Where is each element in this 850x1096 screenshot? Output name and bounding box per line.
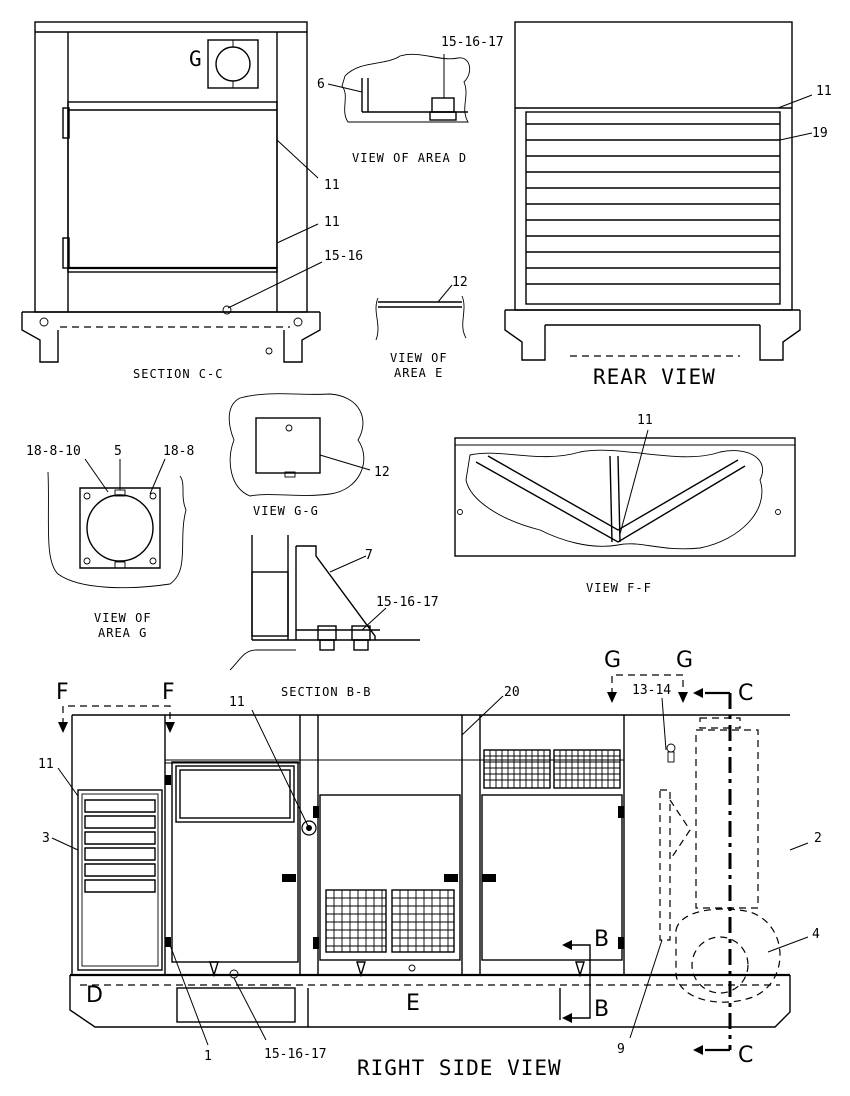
callout-9: 9 [617, 1042, 625, 1057]
area-letter-d: D [86, 983, 103, 1008]
view-g-g: 12 VIEW G-G [228, 393, 390, 518]
rear-view: 11 19 REAR VIEW [504, 21, 832, 389]
section-letter-b: B [594, 927, 609, 952]
caption-right-side-view: RIGHT SIDE VIEW [357, 1056, 562, 1080]
caption-view-of-area-e-line1: VIEW OF [390, 351, 448, 365]
caption-view-g-g: VIEW G-G [253, 504, 319, 518]
callout-1: 1 [204, 1049, 212, 1064]
section-letter-f: F [162, 680, 175, 705]
section-letter-g: G [676, 648, 693, 673]
callout-15-16-17: 15-16-17 [441, 35, 504, 50]
callout-12: 12 [374, 465, 390, 480]
section-c-c-view: G 11 11 15-16 SECTION C-C [21, 21, 363, 381]
callout-20: 20 [504, 685, 520, 700]
center-grilles [325, 889, 455, 953]
callout-5: 5 [114, 444, 122, 459]
callout-6: 6 [317, 77, 325, 92]
callout-11: 11 [816, 84, 832, 99]
caption-view-of-area-d: VIEW OF AREA D [352, 151, 467, 165]
caption-view-of-area-g-line2: AREA G [98, 626, 147, 640]
rear-louvers [526, 123, 780, 285]
left-louvers [84, 799, 156, 893]
section-markers: F F G G C C B B D E [56, 648, 753, 1068]
caption-view-f-f: VIEW F-F [586, 581, 652, 595]
caption-section-b-b: SECTION B-B [281, 685, 371, 699]
section-letter-g: G [604, 648, 621, 673]
right-side-view [69, 714, 791, 1028]
callout-13-14: 13-14 [632, 683, 671, 698]
section-letter-f: F [56, 680, 69, 705]
callout-11: 11 [229, 695, 245, 710]
caption-section-c-c: SECTION C-C [133, 367, 223, 381]
right-grilles [483, 749, 621, 789]
callout-11: 11 [637, 413, 653, 428]
callout-19: 19 [812, 126, 828, 141]
section-letter-c: C [738, 681, 753, 706]
callout-4: 4 [812, 927, 820, 942]
caption-rear-view: REAR VIEW [593, 365, 716, 389]
callout-18-8: 18-8 [163, 444, 194, 459]
view-of-area-g: 18-8-10 5 18-8 VIEW OF AREA G [26, 444, 194, 640]
area-letter-e: E [406, 991, 420, 1016]
caption-view-of-area-g-line1: VIEW OF [94, 611, 152, 625]
section-letter-g: G [189, 47, 203, 71]
callout-7: 7 [365, 548, 373, 563]
view-of-area-d: 6 15-16-17 VIEW OF AREA D [317, 35, 504, 165]
section-letter-b: B [594, 997, 609, 1022]
callout-18-8-10: 18-8-10 [26, 444, 81, 459]
callout-3: 3 [42, 831, 50, 846]
callout-11: 11 [38, 757, 54, 772]
view-of-area-e: 12 VIEW OF AREA E [375, 275, 468, 380]
callout-15-16-17: 15-16-17 [376, 595, 439, 610]
view-f-f: 11 VIEW F-F [454, 413, 796, 595]
callout-12: 12 [452, 275, 468, 290]
callout-11: 11 [324, 178, 340, 193]
callout-11: 11 [324, 215, 340, 230]
section-letter-c: C [738, 1043, 753, 1068]
section-b-b: 7 15-16-17 SECTION B-B [229, 535, 439, 699]
callout-15-16-17: 15-16-17 [264, 1047, 327, 1062]
caption-view-of-area-e-line2: AREA E [394, 366, 443, 380]
right-side-callouts: 11 20 13-14 11 3 2 4 1 15-16-17 9 RIGHT … [38, 683, 822, 1080]
callout-2: 2 [814, 831, 822, 846]
callout-15-16: 15-16 [324, 249, 363, 264]
